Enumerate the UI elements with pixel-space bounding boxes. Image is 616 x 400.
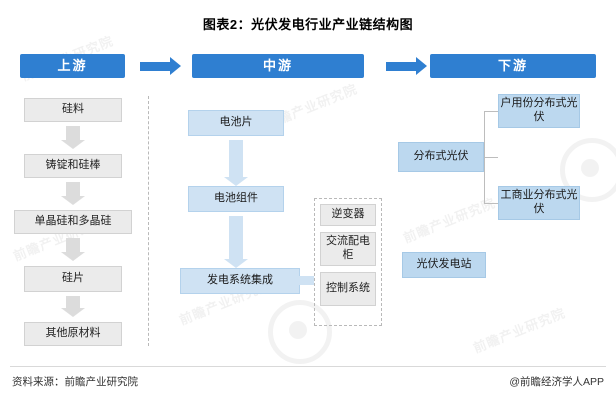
upstream-item-mono-poly-silicon: 单晶硅和多晶硅 [14, 210, 132, 234]
upstream-item-other-raw-materials: 其他原材料 [24, 322, 122, 346]
arrow-midstream-to-downstream [386, 57, 427, 75]
connector-distributed-to-commercial [484, 203, 498, 204]
upstream-item-silicon-wafer: 硅片 [24, 266, 122, 292]
divider-upstream-midstream [148, 96, 149, 346]
source-note: 资料来源：前瞻产业研究院 [12, 376, 138, 388]
header-downstream: 下游 [430, 54, 596, 78]
connector-distributed-bracket [484, 111, 485, 203]
arrow-down-midstream-1 [224, 140, 248, 186]
arrow-components-to-integration [296, 276, 314, 285]
connector-distributed-out [484, 157, 498, 158]
brand-note: @前瞻经济学人APP [509, 376, 604, 388]
arrow-down-upstream-2 [61, 182, 85, 205]
arrow-down-upstream-4 [61, 296, 85, 317]
connector-distributed-to-residential [484, 111, 498, 112]
midstream-item-cell-module: 电池组件 [188, 186, 284, 212]
midstream-component-inverter: 逆变器 [320, 204, 376, 226]
downstream-child-commercial-distributed-pv: 工商业分布式光伏 [498, 186, 580, 220]
midstream-item-power-system-integration: 发电系统集成 [180, 268, 300, 294]
header-upstream: 上游 [20, 54, 125, 78]
midstream-component-ac-distribution-cabinet: 交流配电柜 [320, 232, 376, 266]
arrow-down-midstream-2 [224, 216, 248, 268]
downstream-group-pv-power-station: 光伏发电站 [402, 252, 486, 278]
page-title: 图表2：光伏发电行业产业链结构图 [202, 17, 414, 32]
footer-divider [10, 366, 606, 367]
watermark-text: 前瞻产业研究院 [471, 305, 568, 356]
midstream-components-group [314, 198, 382, 326]
midstream-component-control-system: 控制系统 [320, 272, 376, 306]
arrow-upstream-to-midstream [140, 57, 181, 75]
downstream-child-residential-distributed-pv: 户用份分布式光伏 [498, 94, 580, 128]
arrow-down-upstream-1 [61, 126, 85, 149]
arrow-down-upstream-3 [61, 238, 85, 261]
midstream-item-solar-cell: 电池片 [188, 110, 284, 136]
upstream-item-ingot-rod: 铸锭和硅棒 [24, 154, 122, 178]
downstream-group-distributed-pv: 分布式光伏 [398, 142, 484, 172]
header-midstream: 中游 [192, 54, 364, 78]
upstream-item-silicon-material: 硅料 [24, 98, 122, 122]
